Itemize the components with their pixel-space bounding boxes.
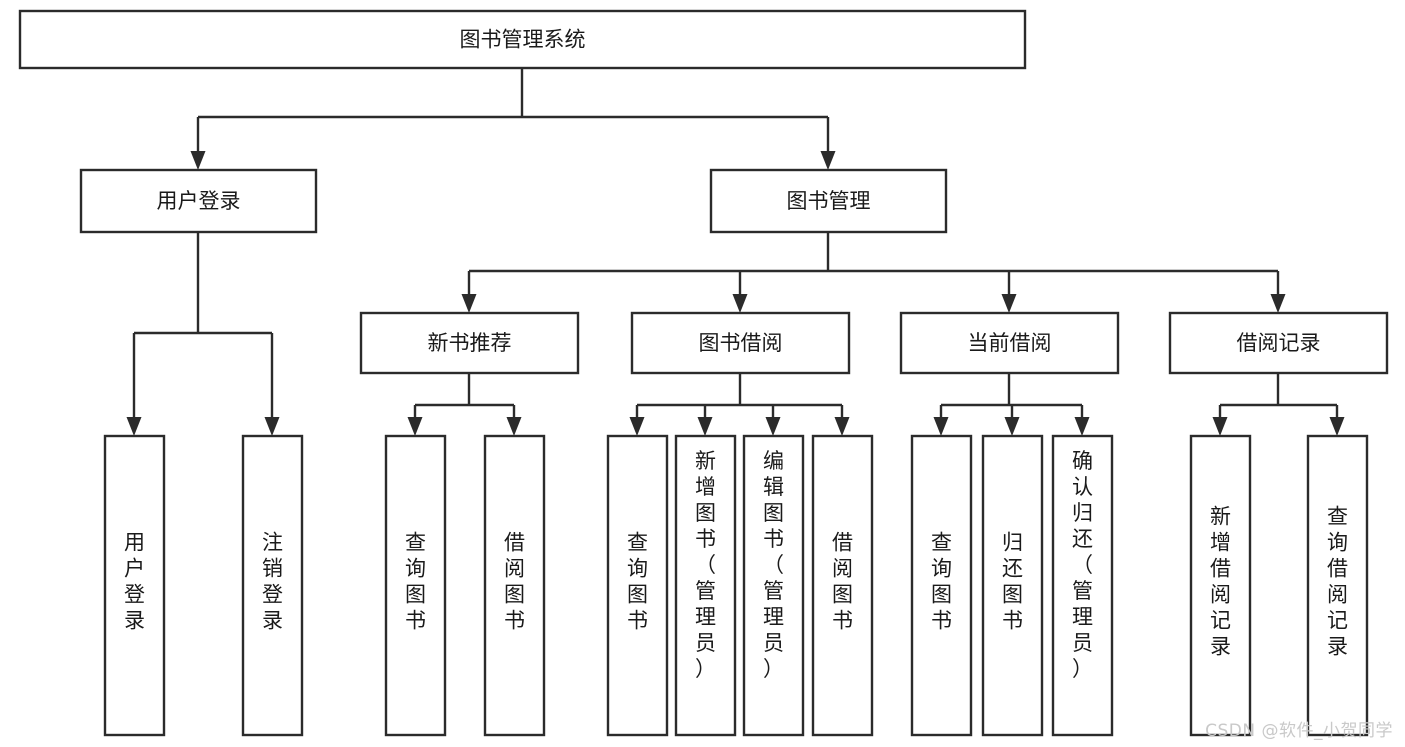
arrow-head-icon xyxy=(461,294,477,313)
node-box[interactable] xyxy=(79,168,318,234)
node-label: 查询图书 xyxy=(931,531,952,633)
arrow-head-icon xyxy=(1074,417,1090,436)
connector-bus-user-login xyxy=(126,232,280,436)
connector-bus-root xyxy=(190,68,836,170)
node-box[interactable] xyxy=(1306,434,1369,737)
arrow-head-icon xyxy=(190,151,206,170)
node-level3-borrow-record[interactable]: 借阅记录 xyxy=(1168,311,1389,375)
node-box[interactable] xyxy=(384,434,447,737)
node-box[interactable] xyxy=(241,434,304,737)
node-label: 注销登录 xyxy=(262,531,283,633)
node-label: 查询图书 xyxy=(405,531,426,633)
node-box[interactable] xyxy=(910,434,973,737)
node-leaf-leaf-query-book-3[interactable]: 查询图书 xyxy=(910,434,973,737)
csdn-watermark: CSDN @软件_小贺同学 xyxy=(1205,721,1393,741)
node-label: 新增借阅记录 xyxy=(1210,505,1231,659)
arrow-head-icon xyxy=(765,417,781,436)
arrow-head-icon xyxy=(264,417,280,436)
arrow-head-icon xyxy=(1001,294,1017,313)
arrow-head-icon xyxy=(1270,294,1286,313)
node-leaf-leaf-query-borrow-record[interactable]: 查询借阅记录 xyxy=(1306,434,1369,737)
node-box[interactable] xyxy=(1168,311,1389,375)
arrow-head-icon xyxy=(1212,417,1228,436)
node-leaf-leaf-edit-book-admin[interactable]: 编辑图书（管理员） xyxy=(742,434,805,737)
node-label: 图书管理系统 xyxy=(460,28,586,52)
node-label: 查询借阅记录 xyxy=(1327,505,1348,659)
node-label: 新增图书（管理员） xyxy=(695,449,716,681)
connector-bus-borrow-record xyxy=(1212,373,1345,436)
node-label: 确认归还（管理员） xyxy=(1072,449,1093,681)
connector-bus-current-borrow xyxy=(933,373,1090,436)
arrow-head-icon xyxy=(732,294,748,313)
arrow-head-icon xyxy=(1004,417,1020,436)
node-label: 图书借阅 xyxy=(699,331,783,355)
node-level3-current-borrow[interactable]: 当前借阅 xyxy=(899,311,1120,375)
connector-bus-book-manage xyxy=(461,232,1286,313)
arrow-head-icon xyxy=(629,417,645,436)
node-box[interactable] xyxy=(709,168,948,234)
node-leaf-leaf-return-book[interactable]: 归还图书 xyxy=(981,434,1044,737)
node-leaf-leaf-borrow-book-1[interactable]: 借阅图书 xyxy=(483,434,546,737)
node-label: 借阅图书 xyxy=(504,531,525,633)
arrow-head-icon xyxy=(834,417,850,436)
node-leaf-leaf-query-book-2[interactable]: 查询图书 xyxy=(606,434,669,737)
node-leaf-leaf-query-book-1[interactable]: 查询图书 xyxy=(384,434,447,737)
node-box[interactable] xyxy=(981,434,1044,737)
node-leaf-leaf-user-login[interactable]: 用户登录 xyxy=(103,434,166,737)
node-box[interactable] xyxy=(674,434,737,737)
node-box[interactable] xyxy=(1189,434,1252,737)
node-label: 归还图书 xyxy=(1002,531,1023,633)
node-root-root[interactable]: 图书管理系统 xyxy=(18,9,1027,70)
node-box[interactable] xyxy=(18,9,1027,70)
node-label: 编辑图书（管理员） xyxy=(763,449,784,681)
node-level3-new-book-recommend[interactable]: 新书推荐 xyxy=(359,311,580,375)
node-box[interactable] xyxy=(811,434,874,737)
node-box[interactable] xyxy=(1051,434,1114,737)
node-box[interactable] xyxy=(103,434,166,737)
node-leaf-leaf-borrow-book-2[interactable]: 借阅图书 xyxy=(811,434,874,737)
arrow-head-icon xyxy=(126,417,142,436)
node-label: 新书推荐 xyxy=(428,331,512,355)
node-label: 图书管理 xyxy=(787,189,871,213)
node-label: 查询图书 xyxy=(627,531,648,633)
node-leaf-leaf-logout[interactable]: 注销登录 xyxy=(241,434,304,737)
node-leaf-leaf-confirm-return-admin[interactable]: 确认归还（管理员） xyxy=(1051,434,1114,737)
node-label: 用户登录 xyxy=(157,189,241,213)
node-level3-book-borrow[interactable]: 图书借阅 xyxy=(630,311,851,375)
node-box[interactable] xyxy=(606,434,669,737)
node-leaf-leaf-add-borrow-record[interactable]: 新增借阅记录 xyxy=(1189,434,1252,737)
node-layer: 图书管理系统用户登录图书管理新书推荐图书借阅当前借阅借阅记录用户登录注销登录查询… xyxy=(18,9,1389,737)
node-box[interactable] xyxy=(359,311,580,375)
node-label: 借阅记录 xyxy=(1237,331,1321,355)
arrow-head-icon xyxy=(1329,417,1345,436)
node-box[interactable] xyxy=(899,311,1120,375)
node-label: 用户登录 xyxy=(124,531,145,633)
connector-layer xyxy=(126,68,1345,436)
node-box[interactable] xyxy=(483,434,546,737)
node-label: 当前借阅 xyxy=(968,331,1052,355)
node-box[interactable] xyxy=(630,311,851,375)
arrow-head-icon xyxy=(933,417,949,436)
node-level2-user-login[interactable]: 用户登录 xyxy=(79,168,318,234)
arrow-head-icon xyxy=(820,151,836,170)
connector-bus-new-book xyxy=(407,373,522,436)
arrow-head-icon xyxy=(407,417,423,436)
node-label: 借阅图书 xyxy=(832,531,853,633)
node-level2-book-manage[interactable]: 图书管理 xyxy=(709,168,948,234)
connector-bus-book-borrow xyxy=(629,373,850,436)
arrow-head-icon xyxy=(506,417,522,436)
arrow-head-icon xyxy=(697,417,713,436)
node-leaf-leaf-add-book-admin[interactable]: 新增图书（管理员） xyxy=(674,434,737,737)
node-box[interactable] xyxy=(742,434,805,737)
